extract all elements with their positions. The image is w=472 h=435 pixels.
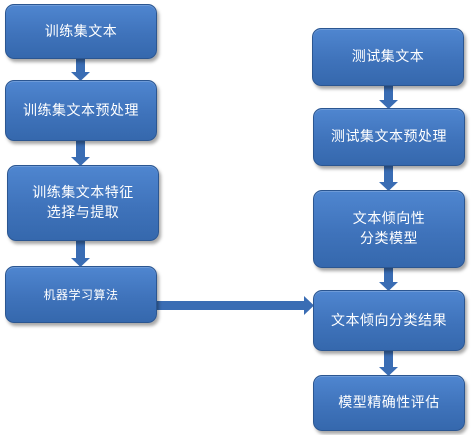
arrow-result-to-evaluation <box>379 351 398 376</box>
node-feature-selection-label: 训练集文本特征 选择与提取 <box>32 185 134 221</box>
arrow-feature-to-ml <box>71 241 90 267</box>
node-test-text: 测试集文本 <box>312 28 464 86</box>
node-ml-algorithm-label: 机器学习算法 <box>43 287 119 302</box>
node-training-preprocess: 训练集文本预处理 <box>5 80 157 141</box>
arrow-test-text-to-preprocess <box>379 86 398 109</box>
node-feature-selection: 训练集文本特征 选择与提取 <box>7 165 159 241</box>
node-model-evaluation-label: 模型精确性评估 <box>338 395 440 411</box>
arrow-preprocess-to-feature <box>71 141 90 166</box>
node-model-evaluation: 模型精确性评估 <box>313 375 465 431</box>
node-training-text: 训练集文本 <box>5 4 157 59</box>
arrow-ml-to-result <box>157 296 314 315</box>
node-sentiment-model: 文本倾向性 分类模型 <box>313 190 465 268</box>
node-classification-result-label: 文本倾向分类结果 <box>331 312 447 329</box>
node-test-preprocess: 测试集文本预处理 <box>313 108 465 166</box>
node-training-preprocess-label: 训练集文本预处理 <box>23 102 139 119</box>
arrow-model-to-result <box>379 268 398 291</box>
node-classification-result: 文本倾向分类结果 <box>313 290 465 351</box>
node-test-text-label: 测试集文本 <box>351 49 425 65</box>
arrow-train-text-to-preprocess <box>71 59 90 81</box>
node-training-text-label: 训练集文本 <box>44 23 118 40</box>
arrow-test-preprocess-to-model <box>379 166 398 191</box>
node-ml-algorithm: 机器学习算法 <box>5 266 157 323</box>
node-sentiment-model-label: 文本倾向性 分类模型 <box>352 211 426 247</box>
node-test-preprocess-label: 测试集文本预处理 <box>331 129 447 145</box>
